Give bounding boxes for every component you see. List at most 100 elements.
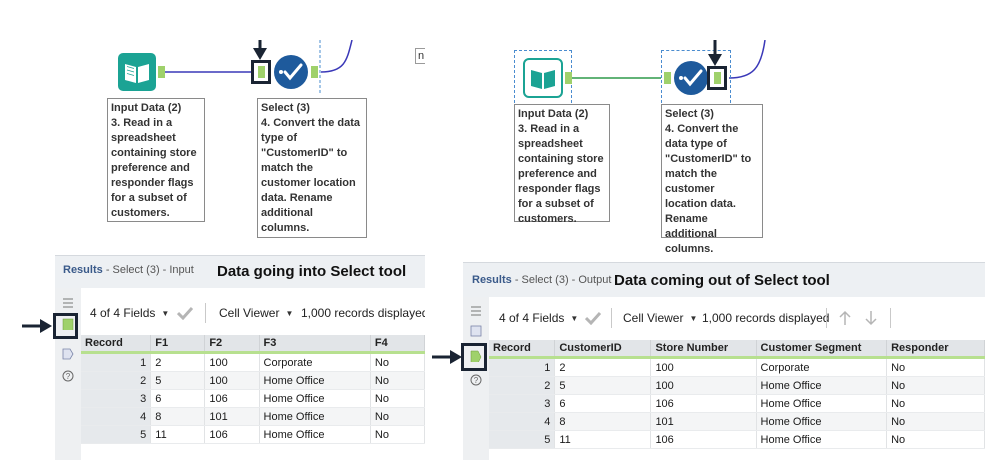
table-cell[interactable]: 106 [204, 389, 260, 408]
input-data-tool[interactable] [117, 52, 157, 92]
table-cell[interactable]: 8 [554, 412, 652, 431]
record-number[interactable]: 4 [489, 412, 556, 431]
column-header[interactable]: Record [81, 335, 152, 354]
input-output-anchor[interactable] [158, 66, 165, 78]
record-number[interactable]: 4 [81, 407, 152, 426]
cell-viewer-dropdown[interactable]: Cell Viewer ▼ [623, 305, 697, 331]
table-cell[interactable]: Home Office [259, 425, 371, 444]
table-cell[interactable]: 106 [650, 430, 757, 449]
select-output-anchor-highlight[interactable] [707, 66, 727, 90]
output-anchor-icon[interactable] [470, 350, 482, 362]
record-number[interactable]: 1 [81, 352, 152, 372]
select-input-anchor[interactable] [664, 72, 671, 84]
table-cell[interactable]: Corporate [259, 352, 371, 372]
help-icon[interactable]: ? [470, 374, 482, 386]
table-cell[interactable]: 106 [650, 394, 757, 413]
record-number[interactable]: 2 [489, 376, 556, 395]
table-cell[interactable]: No [370, 352, 425, 372]
table-cell[interactable]: 5 [554, 376, 652, 395]
table-cell[interactable]: 8 [150, 407, 206, 426]
column-header[interactable]: Record [489, 340, 556, 359]
fields-dropdown[interactable]: 4 of 4 Fields ▼ [499, 305, 578, 331]
fields-dropdown[interactable]: 4 of 4 Fields ▼ [90, 300, 169, 326]
records-label: 1,000 records displayed [301, 306, 425, 320]
input-output-anchor[interactable] [565, 72, 572, 84]
input-anchor-icon[interactable] [470, 325, 482, 337]
table-cell[interactable]: 11 [554, 430, 652, 449]
table-cell[interactable]: Home Office [756, 376, 888, 395]
table-cell[interactable]: 6 [150, 389, 206, 408]
table-cell[interactable]: Corporate [756, 357, 888, 377]
table-cell[interactable]: Home Office [259, 407, 371, 426]
select-output-anchor[interactable] [311, 66, 318, 78]
table-cell[interactable]: No [886, 430, 985, 449]
table-cell[interactable]: Home Office [259, 371, 371, 390]
record-number[interactable]: 5 [81, 425, 152, 444]
record-number[interactable]: 2 [81, 371, 152, 390]
column-header[interactable]: Customer Segment [756, 340, 888, 359]
column-header[interactable]: CustomerID [554, 340, 652, 359]
table-cell[interactable]: 2 [150, 352, 206, 372]
help-icon[interactable]: ? [62, 370, 74, 382]
table-cell[interactable]: No [886, 394, 985, 413]
table-cell[interactable]: 100 [650, 376, 757, 395]
table-cell[interactable]: 101 [650, 412, 757, 431]
input-data-tool[interactable] [523, 58, 563, 98]
table-cell[interactable]: 101 [204, 407, 260, 426]
table-cell[interactable]: 11 [150, 425, 206, 444]
record-number[interactable]: 1 [489, 357, 556, 377]
list-icon[interactable] [62, 297, 74, 309]
output-anchor-icon[interactable] [62, 348, 74, 360]
table-cell[interactable]: 100 [650, 357, 757, 377]
cell-viewer-dropdown[interactable]: Cell Viewer ▼ [219, 300, 293, 326]
table-cell[interactable]: Home Office [756, 394, 888, 413]
arrow-down-icon[interactable] [864, 310, 878, 326]
table-cell[interactable]: 6 [554, 394, 652, 413]
select-name: Select (3) [665, 108, 714, 120]
table-cell[interactable]: Home Office [756, 412, 888, 431]
column-header[interactable]: F3 [259, 335, 371, 354]
select-input-anchor-highlight[interactable] [251, 60, 271, 84]
checkmark-icon[interactable] [585, 311, 601, 325]
column-header[interactable]: F1 [150, 335, 206, 354]
table-cell[interactable]: No [886, 412, 985, 431]
table-cell[interactable]: No [886, 376, 985, 395]
table-cell[interactable]: 2 [554, 357, 652, 377]
column-header[interactable]: F4 [370, 335, 425, 354]
table-cell[interactable]: 100 [204, 371, 260, 390]
table-cell[interactable]: 5 [150, 371, 206, 390]
input-anchor-icon[interactable] [62, 318, 74, 330]
arrow-up-icon[interactable] [838, 310, 852, 326]
table-cell[interactable]: Home Office [259, 389, 371, 408]
select-tool[interactable] [673, 60, 709, 96]
column-header[interactable]: Store Number [650, 340, 757, 359]
record-number[interactable]: 3 [81, 389, 152, 408]
checkmark-icon[interactable] [177, 306, 193, 320]
table-cell[interactable]: 106 [204, 425, 260, 444]
table-cell[interactable]: No [370, 389, 425, 408]
table-cell[interactable]: No [370, 371, 425, 390]
record-number[interactable]: 5 [489, 430, 556, 449]
toolbar-separator [826, 308, 827, 328]
list-icon[interactable] [470, 305, 482, 317]
table-cell[interactable]: No [370, 407, 425, 426]
table-cell[interactable]: 100 [204, 352, 260, 372]
select-tool[interactable] [273, 54, 309, 90]
table-cell[interactable]: No [886, 357, 985, 377]
column-header[interactable]: Responder [886, 340, 985, 359]
column-header[interactable]: F2 [204, 335, 260, 354]
table-cell[interactable]: No [370, 425, 425, 444]
table-cell[interactable]: Home Office [756, 430, 888, 449]
record-number[interactable]: 3 [489, 394, 556, 413]
fields-label: 4 of 4 Fields [90, 306, 156, 320]
